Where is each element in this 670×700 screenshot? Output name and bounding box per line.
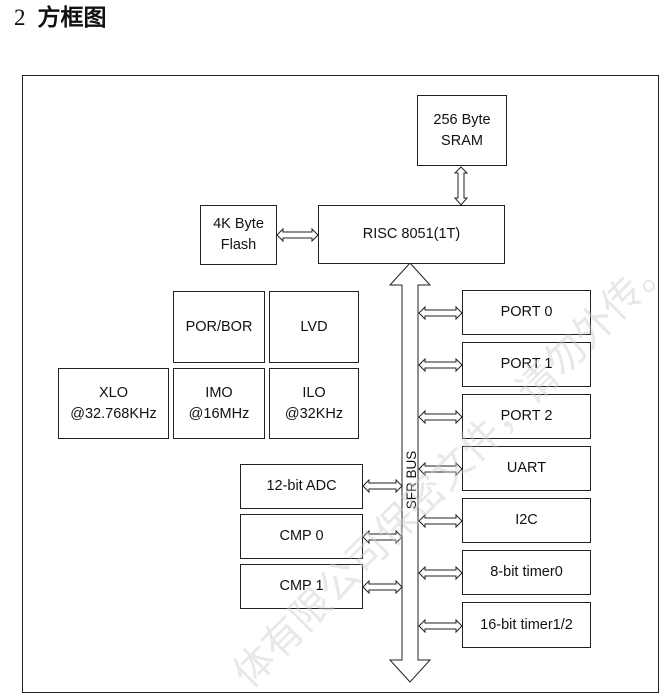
port1-block: PORT 1	[462, 342, 591, 387]
xlo-block: XLO @32.768KHz	[58, 368, 169, 439]
cmp0-bus-arrow	[362, 529, 403, 545]
por-bor-block: POR/BOR	[173, 291, 265, 363]
flash-line1: 4K Byte	[213, 216, 264, 232]
flash-line2: Flash	[220, 237, 257, 253]
imo-block: IMO @16MHz	[173, 368, 265, 439]
cpu-label: RISC 8051(1T)	[362, 226, 461, 242]
port2-label: PORT 2	[500, 408, 553, 424]
port0-block: PORT 0	[462, 290, 591, 335]
port2-bus-arrow	[418, 409, 463, 425]
sram-line2: SRAM	[441, 132, 483, 149]
i2c-label: I2C	[515, 512, 538, 528]
ilo-block: ILO @32KHz	[269, 368, 359, 439]
cmp1-bus-arrow	[362, 579, 403, 595]
uart-block: UART	[462, 446, 591, 491]
i2c-bus-arrow	[418, 513, 463, 529]
xlo-line1: XLO	[98, 384, 128, 401]
port0-label: PORT 0	[500, 304, 553, 320]
cmp1-label: CMP 1	[279, 578, 324, 594]
sfr-bus-label: SFR BUS	[404, 451, 419, 510]
section-number: 2	[14, 5, 26, 30]
cmp0-label: CMP 0	[279, 528, 324, 544]
timer12-label: 16-bit timer1/2	[480, 616, 573, 633]
adc-block: 12-bit ADC	[240, 464, 363, 509]
sfr-bus-arrow	[388, 262, 432, 683]
timer12-block: 16-bit timer1/2	[462, 602, 591, 648]
ilo-line2: @32KHz	[284, 405, 344, 422]
lvd-label: LVD	[300, 318, 328, 335]
sram-line1: 256 Byte	[433, 111, 491, 128]
imo-line1: IMO	[205, 384, 233, 401]
i2c-block: I2C	[462, 498, 591, 543]
cmp0-block: CMP 0	[240, 514, 363, 559]
cmp1-block: CMP 1	[240, 564, 363, 609]
por-bor-label: POR/BOR	[185, 318, 253, 335]
port1-bus-arrow	[418, 357, 463, 373]
lvd-block: LVD	[269, 291, 359, 363]
uart-label: UART	[506, 460, 547, 476]
xlo-line2: @32.768KHz	[70, 405, 157, 422]
cpu-block: RISC 8051(1T)	[318, 205, 505, 264]
timer0-label: 8-bit timer0	[490, 564, 563, 580]
section-heading: 2 方框图	[14, 3, 107, 33]
diagram-frame	[22, 75, 659, 693]
port0-bus-arrow	[418, 305, 463, 321]
timer12-bus-arrow	[418, 618, 463, 634]
uart-bus-arrow	[418, 461, 463, 477]
adc-label: 12-bit ADC	[266, 478, 337, 494]
timer0-block: 8-bit timer0	[462, 550, 591, 595]
imo-line2: @16MHz	[188, 405, 250, 422]
port2-block: PORT 2	[462, 394, 591, 439]
flash-cpu-arrow	[276, 227, 319, 243]
ilo-line1: ILO	[302, 384, 326, 401]
adc-bus-arrow	[362, 478, 403, 494]
port1-label: PORT 1	[500, 356, 553, 372]
timer0-bus-arrow	[418, 565, 463, 581]
section-title: 方框图	[37, 5, 107, 31]
sram-cpu-arrow	[453, 166, 469, 206]
